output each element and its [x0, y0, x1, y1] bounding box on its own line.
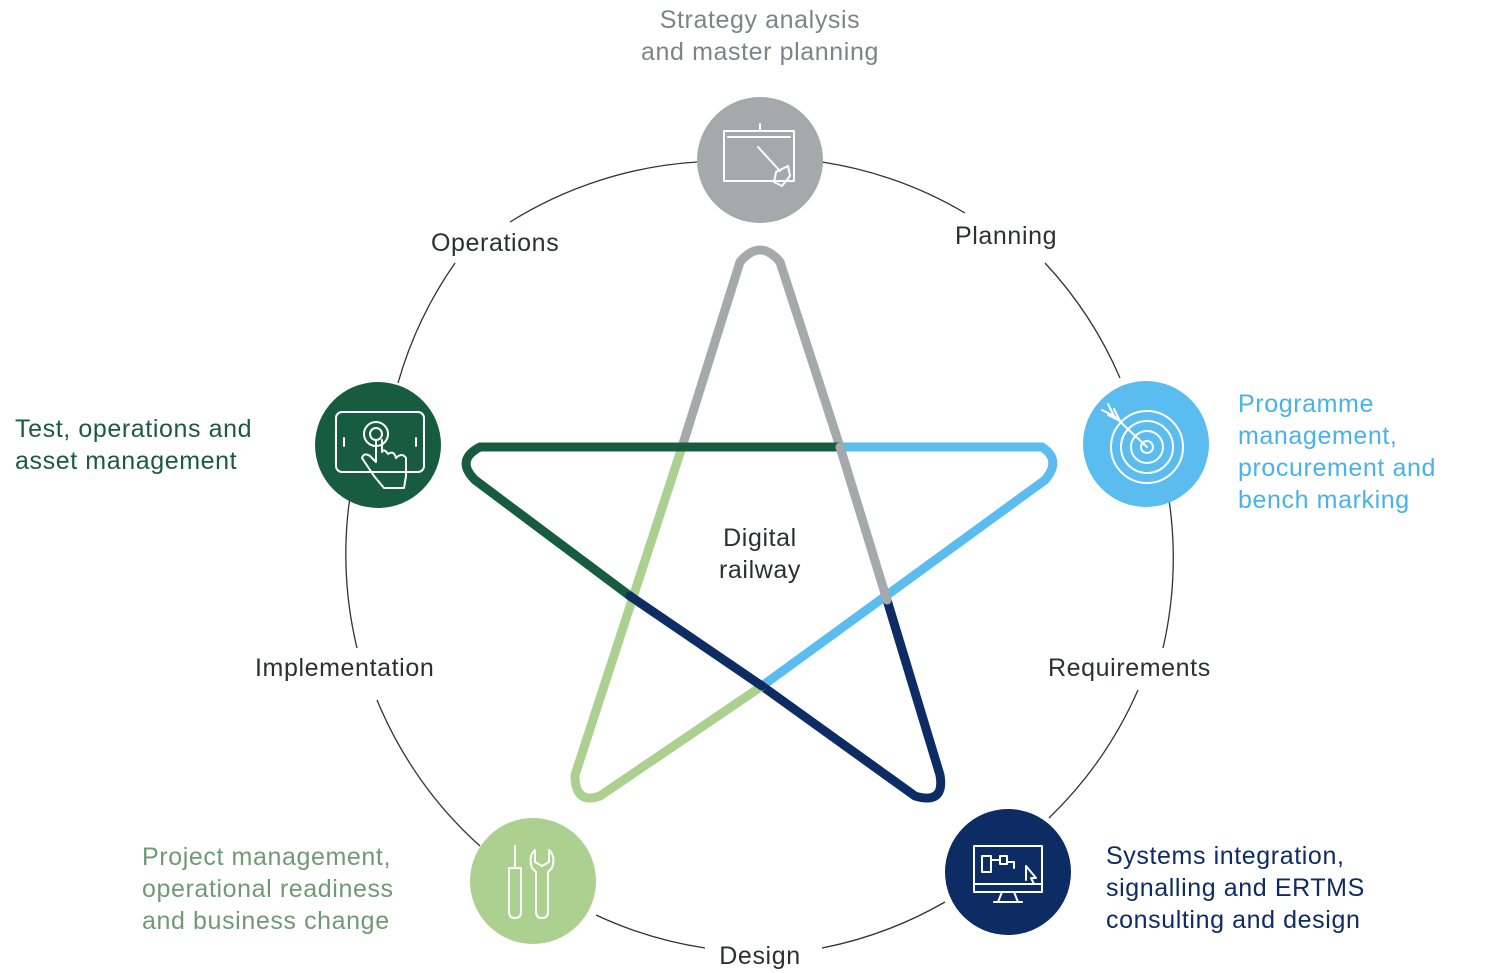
star-segment-navy-inner [625, 591, 767, 691]
systems-node [945, 809, 1071, 935]
strategy-node [697, 97, 823, 223]
stage-operations-label: Operations [431, 229, 560, 257]
touchscreen-tablet-icon [335, 411, 425, 489]
monitor-diagram-icon [973, 845, 1043, 903]
star-segment-navy [757, 595, 946, 803]
stage-requirements-label: Requirements [1048, 654, 1211, 682]
systems-integration-label: Systems integration, signalling and ERTM… [1106, 842, 1365, 934]
star-segment-dark-green [461, 442, 845, 601]
project-management-label: Project management, operational readines… [142, 843, 394, 935]
star-outline [461, 245, 1058, 803]
stage-planning-label: Planning [955, 222, 1058, 250]
stage-design-label: Design [719, 942, 801, 970]
target-arrow-icon [1101, 403, 1184, 484]
screwdriver-wrench-icon [508, 845, 555, 919]
whiteboard-pointer-icon [723, 123, 795, 187]
programme-management-label: Programme management, procurement and be… [1238, 390, 1437, 514]
test-operations-label: Test, operations and asset management [15, 415, 253, 475]
center-label: Digital railway [719, 524, 801, 584]
stage-implementation-label: Implementation [255, 654, 435, 682]
star-segment-light-blue [757, 442, 1058, 691]
programme-node [1083, 381, 1209, 507]
test-node [315, 382, 441, 508]
star-segment-gray-inner [835, 442, 892, 605]
star-segment-light-green [570, 442, 767, 803]
project-node [470, 818, 596, 944]
star-segment-gray [677, 245, 845, 452]
strategy-analysis-label: Strategy analysis and master planning [641, 6, 879, 66]
